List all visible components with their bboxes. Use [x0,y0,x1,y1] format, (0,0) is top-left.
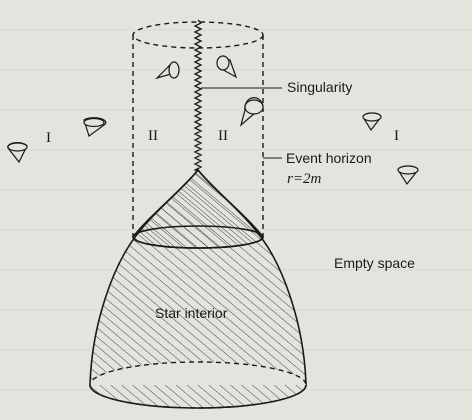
region-inner-left-label: II [148,128,158,144]
event-horizon-cylinder [132,21,264,237]
cylinder-top [132,21,264,49]
region-inner-right-label: II [218,128,228,144]
star-interior-dome [89,168,307,409]
singularity-label: Singularity [287,79,352,95]
horizon-radius-label: r=2m [287,171,321,187]
light-cone-outer-left-2 [83,117,107,137]
light-cone-outer-left-1 [7,142,28,164]
region-outer-left-label: I [46,130,51,146]
light-cone-inner-right [239,97,264,127]
light-cones [7,55,419,186]
empty-space-label: Empty space [334,255,415,271]
light-cone-outer-right-2 [397,165,419,186]
leader-lines [201,87,282,159]
light-cone-outer-right-1 [362,112,382,132]
event-horizon-label: Event horizon [286,150,372,166]
light-cone-inner-mid [216,55,238,79]
star-interior-label: Star interior [155,305,228,321]
singularity-line [193,19,203,172]
region-outer-right-label: I [394,128,399,144]
light-cone-inner-left [154,61,180,80]
dome-base-front [89,384,307,409]
